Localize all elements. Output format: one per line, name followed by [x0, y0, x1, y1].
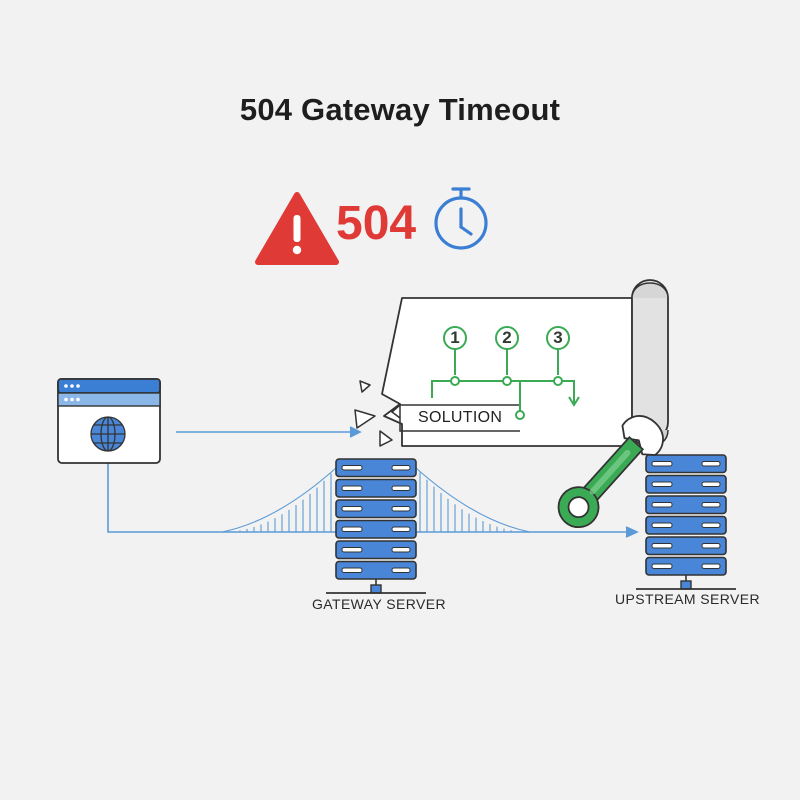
server-unit: [645, 495, 727, 515]
error-code-label: 504: [336, 197, 417, 250]
server-unit: [645, 536, 727, 556]
browser-window-icon: [57, 378, 161, 464]
warning-triangle-icon: [255, 192, 339, 265]
gateway-server-icon: [326, 458, 426, 594]
broken-link-icon: [354, 380, 393, 447]
upstream-server-label: UPSTREAM SERVER: [615, 591, 760, 607]
gateway-server-label: GATEWAY SERVER: [312, 596, 446, 612]
stopwatch-icon: [434, 187, 488, 250]
server-unit: [645, 474, 727, 494]
step-number-2: 2: [502, 328, 512, 347]
page-title: 504 Gateway Timeout: [239, 92, 561, 127]
server-unit: [335, 519, 417, 539]
wrench-icon: [557, 415, 664, 529]
server-unit: [335, 560, 417, 580]
server-unit: [645, 454, 727, 474]
solution-label: SOLUTION: [418, 409, 503, 426]
globe-icon: [90, 416, 126, 452]
server-unit: [335, 540, 417, 560]
step-number-1: 1: [450, 328, 460, 347]
steps-flow: [431, 326, 580, 420]
solution-bracket: [390, 404, 520, 432]
server-unit: [335, 478, 417, 498]
connection-lines: [107, 426, 639, 538]
solution-scroll: [381, 279, 669, 448]
server-unit: [645, 515, 727, 535]
server-unit: [645, 556, 727, 576]
upstream-server-icon: [636, 454, 736, 590]
step-number-3: 3: [553, 328, 563, 347]
server-unit: [335, 458, 417, 478]
server-unit: [335, 499, 417, 519]
